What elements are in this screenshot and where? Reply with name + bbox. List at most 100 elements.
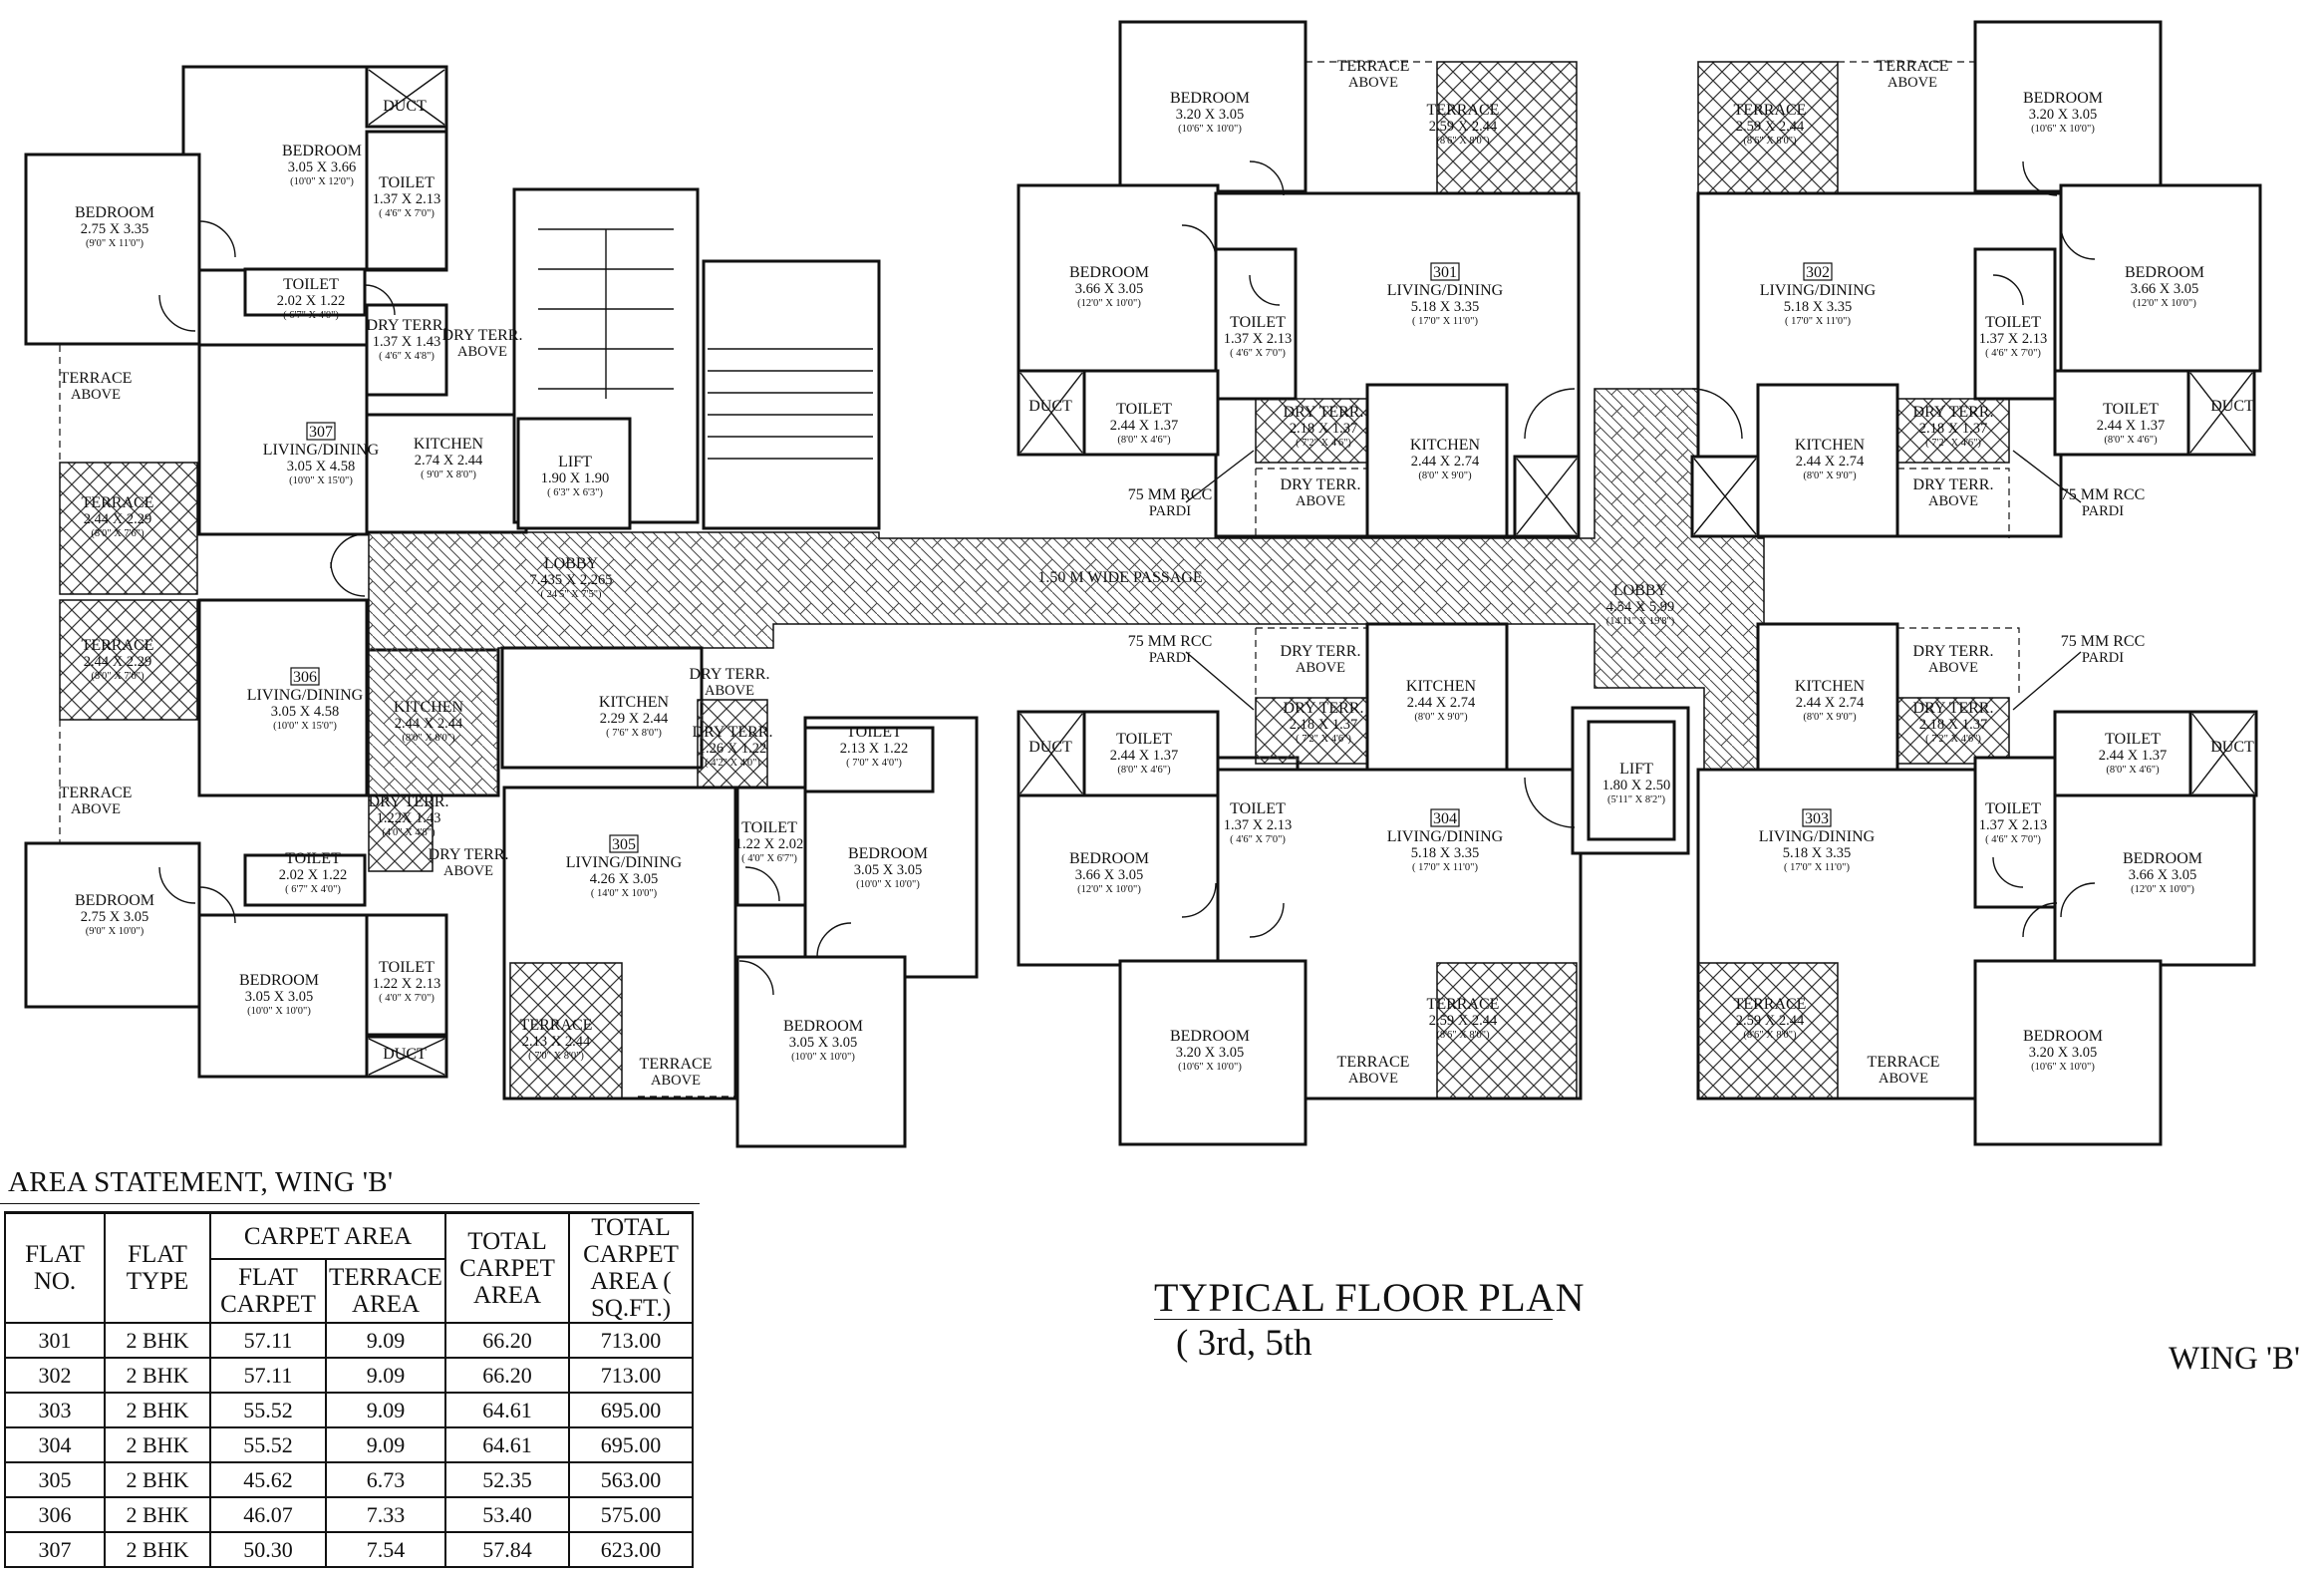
cell-total-carpet: 57.84 [444,1531,570,1568]
cell-terrace-area: 9.09 [325,1392,446,1428]
room-dimension: ABOVE [1296,493,1345,509]
room-dimension-imperial: (8'0" X 9'0") [1418,471,1472,481]
room-dimension-imperial: ( 6'3" X 6'3") [547,487,603,498]
room-name: LIVING/DINING [1387,282,1504,299]
room-dimension: 2.18 X 1.37 [1290,717,1357,733]
room-name: TOILET [741,819,797,836]
cell-total-carpet-sqft: 713.00 [568,1322,694,1359]
room-dimension-imperial: (10'0" X 10'0") [856,879,920,890]
room-name: TERRACE [60,785,133,801]
room-dimension: 1.37 X 2.13 [1224,817,1292,833]
room-name: KITCHEN [1795,678,1866,695]
room-dimension: ABOVE [1928,493,1978,509]
room-dimension: 3.66 X 3.05 [2131,281,2198,297]
room-name: BEDROOM [2023,90,2103,107]
room-name: DRY TERR. [1913,643,1994,660]
room-dimension: 5.18 X 3.35 [1783,845,1851,861]
room-dimension-imperial: (8'0" X 4'6") [2106,765,2160,776]
room-dimension: 1.37 X 2.13 [1979,817,2047,833]
cell-flat-no: 301 [4,1322,106,1359]
room-dimension: 2.74 X 2.44 [415,453,483,469]
room-dimension-imperial: (8'6" X 8'0") [1436,136,1490,147]
room-dimension-imperial: ( 7'2" X 4'6") [1925,734,1981,745]
room-name: BEDROOM [848,845,928,862]
flat-number-label: 305 [612,836,636,853]
floor-plan-title: TYPICAL FLOOR PLAN [1154,1275,1585,1320]
room-dimension-imperial: (10'6" X 10'0") [2031,124,2095,135]
room-name: LIFT [558,454,592,471]
header-total-carpet-sqft: TOTAL CARPET AREA ( SQ.FT.) [568,1211,694,1324]
room-name: BEDROOM [2123,850,2202,867]
room-dimension: PARDI [2082,650,2124,666]
cell-total-carpet-sqft: 695.00 [568,1426,694,1463]
cell-terrace-area: 9.09 [325,1426,446,1463]
room-name: TOILET [379,959,435,976]
room-dimension-imperial: (12'0" X 10'0") [2133,298,2196,309]
flat-number-box [1803,262,1833,281]
room-dimension-imperial: ( 4'0" X 7'0") [379,993,435,1004]
cell-terrace-area: 9.09 [325,1357,446,1394]
room-dimension: ABOVE [443,863,493,879]
room-name: BEDROOM [2023,1028,2103,1045]
room-name: TERRACE [1337,1054,1410,1071]
room-name: LIVING/DINING [1760,282,1877,299]
header-flat-carpet: FLAT CARPET [209,1258,327,1324]
room-dimension: 1.90 X 1.90 [541,471,609,486]
cell-flat-carpet: 55.52 [209,1392,327,1428]
room-name: KITCHEN [1406,678,1477,695]
room-dimension-imperial: (8'0" X 4'6") [1117,435,1171,446]
flat-number-label: 303 [1805,810,1829,827]
room-dimension: 2.59 X 2.44 [1429,119,1498,135]
room-name: DRY TERR. [442,327,523,344]
room-name: TOILET [846,724,902,741]
room-dimension: 3.66 X 3.05 [1075,867,1143,883]
header-total-carpet: TOTAL CARPET AREA [444,1211,570,1324]
room-dimension: 1.37 X 1.43 [373,334,440,350]
room-name: DRY TERR. [369,793,449,810]
room-name: BEDROOM [1069,264,1149,281]
room-name: DRY TERR. [1281,476,1361,493]
room-dimension: ABOVE [705,683,754,699]
room-dimension: 5.18 X 3.35 [1784,299,1852,315]
flat-number-box [306,422,336,441]
room-dimension-imperial: (8'0" X 4'6") [2104,435,2158,446]
room-dimension: 1.26 X 1.22 [699,741,766,757]
room-dimension-imperial: ( 7'0" X 8'0") [528,1051,584,1062]
room-name: LIVING/DINING [566,854,683,871]
room-name: DRY TERR. [1913,404,1994,421]
table-subheader-row: FLAT CARPET TERRACE AREA [5,1258,693,1324]
cell-total-carpet-sqft: 695.00 [568,1392,694,1428]
room-name: DRY TERR. [367,317,447,334]
table-header-row: FLAT NO. FLAT TYPE CARPET AREA TOTAL CAR… [4,1211,694,1324]
room-name: DUCT [383,1046,427,1063]
room-name: TERRACE [1868,1054,1940,1071]
room-name: BEDROOM [1170,90,1250,107]
room-name: 75 MM RCC [2061,633,2145,650]
cell-flat-carpet: 46.07 [209,1496,327,1533]
room-dimension: ABOVE [1928,660,1978,676]
flat-number-label: 302 [1806,264,1830,281]
floor-plan-title-rule [1154,1319,1553,1320]
cell-flat-no: 306 [4,1496,106,1533]
room-dimension: 1.22 X 2.02 [735,836,803,852]
room-name: BEDROOM [1170,1028,1250,1045]
room-dimension: ABOVE [1296,660,1345,676]
room-name: LOBBY [544,555,599,572]
room-dimension: 2.59 X 2.44 [1429,1013,1498,1029]
room-dimension-imperial: (12'0" X 10'0") [1077,884,1141,895]
room-name: TOILET [2105,731,2161,748]
room-dimension: 2.44 X 2.74 [1411,454,1480,470]
room-name: BEDROOM [282,143,362,159]
cell-flat-type: 2 BHK [104,1392,211,1428]
room-dimension: 2.18 X 1.37 [1290,421,1357,437]
room-dimension: 2.44 X 2.44 [395,716,463,732]
room-dimension: 3.20 X 3.05 [2029,107,2097,123]
room-dimension: 2.13 X 2.44 [522,1034,591,1050]
room-name: TOILET [379,174,435,191]
cell-flat-type: 2 BHK [104,1496,211,1533]
room-dimension-imperial: (8'6" X 8'0") [1436,1030,1490,1041]
cell-total-carpet: 64.61 [444,1392,570,1428]
